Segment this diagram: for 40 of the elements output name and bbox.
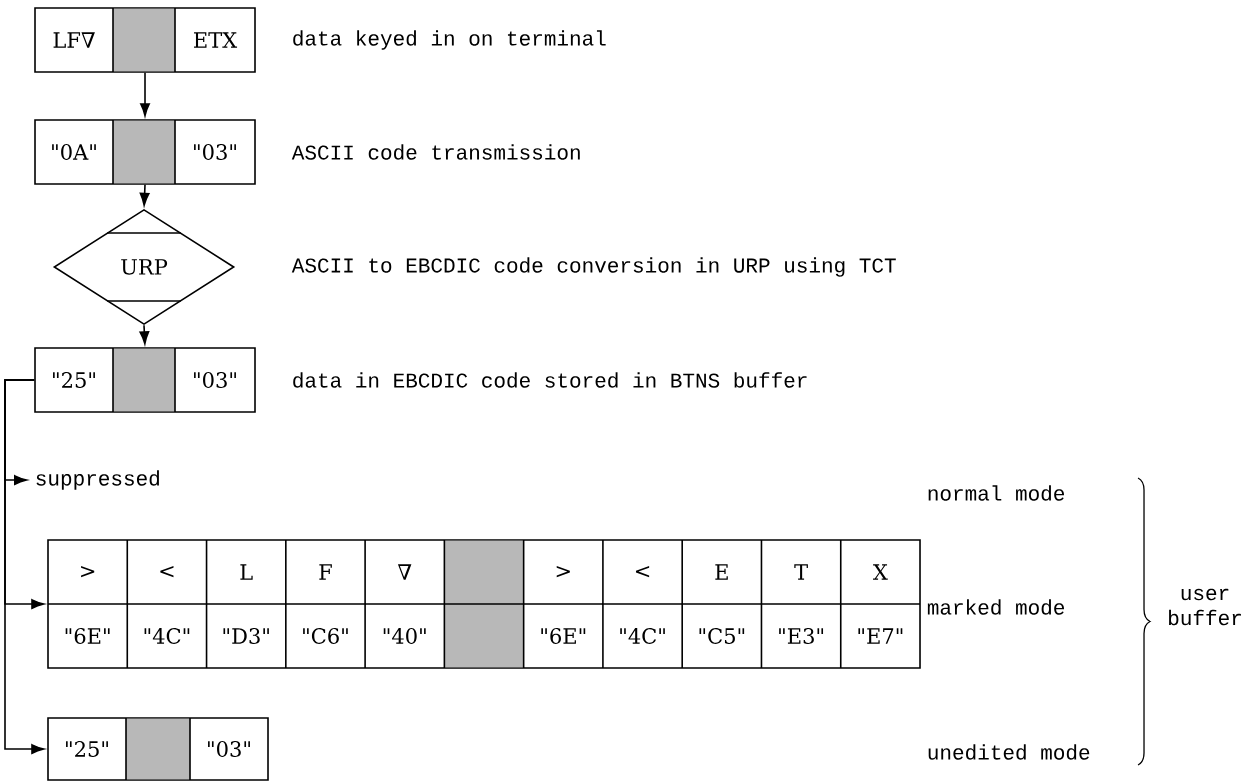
- description-text: data keyed in on terminal: [293, 30, 606, 50]
- hex-code: "E3": [779, 628, 824, 644]
- hex-code: "E7": [858, 628, 903, 644]
- arrow: [139, 184, 150, 206]
- field-text: "25": [66, 741, 108, 757]
- character: >: [81, 565, 95, 578]
- character: <: [160, 565, 174, 578]
- character: F: [319, 564, 332, 580]
- character: T: [794, 564, 808, 580]
- hex-code: "C6": [303, 628, 348, 644]
- hex-code: "6E": [541, 628, 586, 644]
- mode-label: normal mode: [928, 485, 1065, 501]
- description-text: ASCII code transmission: [291, 144, 580, 160]
- character: E: [715, 564, 728, 580]
- hex-code: "D3": [223, 628, 269, 644]
- character: <: [636, 565, 650, 578]
- character: L: [240, 564, 253, 580]
- character: X: [873, 564, 888, 580]
- description-text: ASCII to EBCDIC code conversion in URP using TCT: [291, 257, 896, 277]
- hex-code: "6E": [65, 628, 110, 644]
- hex-code: "4C": [144, 628, 190, 644]
- field-text: "03": [194, 372, 236, 388]
- branch-label: suppressed: [36, 470, 159, 490]
- arrow: [4, 379, 45, 754]
- hex-code: "4C": [620, 628, 665, 644]
- field-text: ETX: [194, 32, 238, 48]
- arrow: [139, 324, 150, 345]
- field-text: "03": [208, 741, 250, 757]
- field-text: LF∇: [53, 32, 95, 48]
- brace-label: user buffer: [1169, 588, 1241, 626]
- hex-code: "40": [383, 628, 426, 644]
- field-text: "0A": [52, 144, 96, 160]
- hex-code: "C5": [699, 628, 745, 644]
- description-text: data in EBCDIC code stored in BTNS buffer: [293, 372, 807, 388]
- field-text: "25": [53, 372, 95, 388]
- character: ∇: [397, 564, 412, 580]
- field-text: "03": [194, 144, 236, 160]
- mode-label: unedited mode: [928, 744, 1090, 760]
- character: >: [556, 565, 570, 578]
- arrow: [140, 72, 150, 117]
